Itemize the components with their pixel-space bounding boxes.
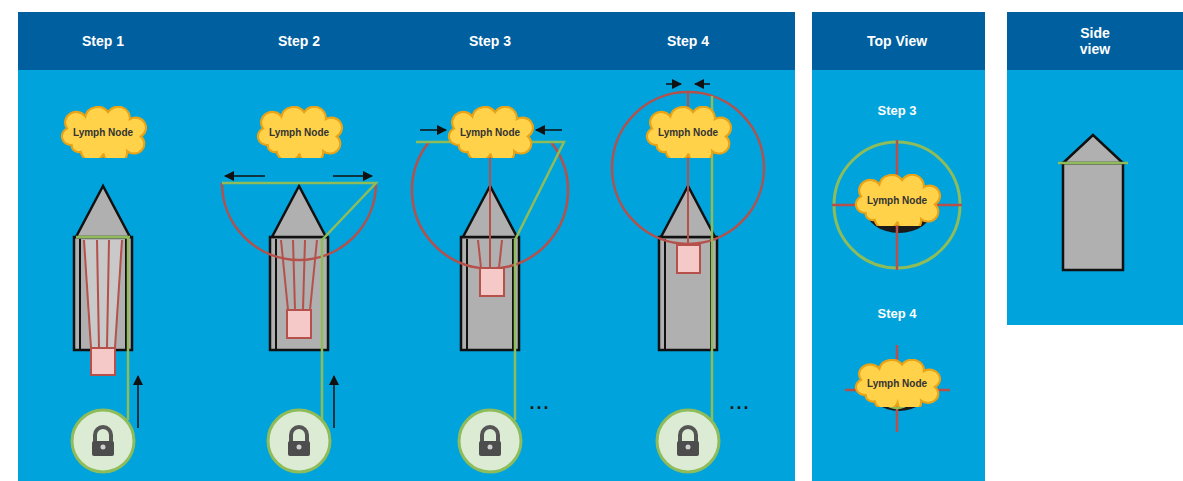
header-bar — [1007, 12, 1183, 70]
node-label: Lymph Node — [73, 127, 133, 138]
step-1-figure — [72, 186, 138, 472]
panel — [812, 70, 985, 481]
lymph-node-cloud: Lymph Node — [254, 106, 345, 158]
node-label: Lymph Node — [867, 195, 927, 206]
ellipsis-mark: ... — [529, 393, 550, 414]
view-header: Top View — [867, 33, 927, 49]
lymph-node-cloud: Lymph Node — [852, 174, 943, 226]
node-label: Lymph Node — [269, 127, 329, 138]
lymph-node-cloud: Lymph Node — [643, 106, 734, 158]
header-bar — [18, 12, 795, 70]
step-header: Step 3 — [469, 33, 511, 49]
step-3-figure — [412, 130, 568, 472]
step-4-figure — [612, 84, 764, 472]
node-label: Lymph Node — [658, 127, 718, 138]
view-header: Side view — [1070, 25, 1120, 57]
lymph-node-cloud: Lymph Node — [852, 359, 943, 407]
panel — [18, 70, 795, 481]
step-2-figure — [222, 176, 376, 472]
node-label: Lymph Node — [460, 127, 520, 138]
step-header: Step 1 — [82, 33, 124, 49]
ellipsis-mark: ... — [729, 393, 750, 414]
side-view-figure — [1058, 135, 1128, 270]
header-bar — [812, 12, 985, 70]
node-label: Lymph Node — [867, 378, 927, 389]
step-header: Step 4 — [667, 33, 709, 49]
lymph-node-cloud: Lymph Node — [445, 106, 536, 158]
top-view-figure — [832, 140, 962, 432]
lymph-node-cloud: Lymph Node — [58, 106, 149, 158]
view-step-label: Step 4 — [877, 306, 916, 321]
panel — [1007, 70, 1183, 325]
view-step-label: Step 3 — [877, 103, 916, 118]
step-header: Step 2 — [278, 33, 320, 49]
